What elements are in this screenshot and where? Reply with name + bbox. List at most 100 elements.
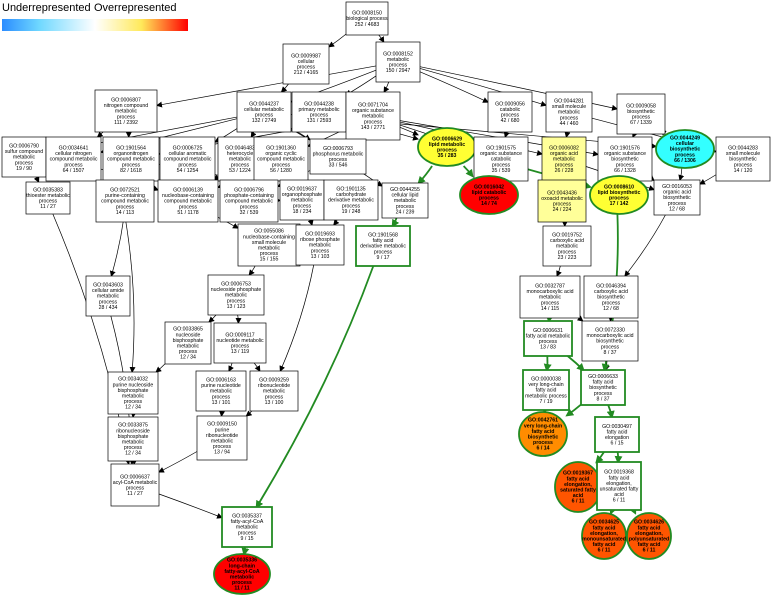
node-label-line: 82 / 1618 [120, 168, 142, 174]
node-label-line: lipid metabolic [429, 142, 465, 148]
node-label-line: GO:0046483 [225, 145, 255, 151]
go-node-go-0035336[interactable]: GO:0035336long-chainfatty-acyl-CoAmetabo… [213, 553, 271, 595]
node-label-line: GO:0019752 [552, 232, 582, 238]
go-node-go-0033875[interactable]: GO:0033875ribonucleosidebisphosphatemeta… [107, 416, 159, 462]
node-label-line: elongation, [590, 531, 618, 537]
node-label-line: process [179, 204, 198, 210]
node-label-line: metabolic [236, 525, 259, 531]
node-label-line: process [616, 162, 635, 168]
node-label-line: 18 / 234 [293, 209, 312, 215]
go-node-go-0033865[interactable]: GO:0033865nucleosidebisphosphatemetaboli… [164, 321, 212, 365]
node-label-line: lipid biosynthetic [598, 190, 641, 196]
go-node-go-0006139[interactable]: GO:0006139nucleobase-containingcompound … [157, 179, 219, 223]
node-label-line: process [553, 201, 572, 207]
node-label-line: sulfur compound [5, 149, 43, 155]
node-label-line: 13 / 101 [212, 400, 231, 406]
node-label-line: 15 / 155 [260, 257, 279, 263]
node-label-line: GO:0009058 [626, 103, 656, 109]
node-label-line: nucleoside [176, 332, 201, 338]
node-label-line: GO:0009117 [225, 332, 254, 338]
node-label-line: process [179, 349, 198, 355]
go-node-go-0009259[interactable]: GO:0009259ribonucleotidemetabolicprocess… [249, 370, 299, 412]
node-label-line: process [293, 203, 312, 209]
node-label-line: biological process [346, 16, 388, 22]
go-node-go-0019637[interactable]: GO:0019637organophosphatemetabolicproces… [279, 179, 325, 221]
node-label-line: 19 / 90 [16, 166, 32, 172]
node-label-line: GO:0019693 [305, 231, 335, 237]
node-label-line: process [39, 198, 58, 204]
go-node-go-0035337[interactable]: GO:0035337fatty-acyl-CoAmetabolicprocess… [221, 506, 273, 548]
node-label-line: small molecule [552, 104, 586, 110]
go-node-go-0044249[interactable]: GO:0044249cellularbiosyntheticprocess66 … [655, 129, 715, 169]
node-label-line: fatty acid [593, 380, 614, 386]
node-label-line: 28 / 434 [99, 305, 118, 311]
node-label-line: GO:0008610 [604, 184, 634, 190]
edge [235, 314, 242, 324]
go-node-go-0009150[interactable]: GO:0009150purineribonucleotidemetabolicp… [196, 415, 248, 461]
node-label-line: GO:0009259 [259, 377, 289, 383]
node-label-line: process [342, 203, 361, 209]
node-ellipse [459, 175, 519, 215]
node-label-line: metabolic [387, 57, 410, 63]
node-box [45, 136, 102, 182]
node-label-line: process [668, 201, 687, 207]
node-box [616, 93, 666, 135]
edge [564, 131, 571, 138]
node-label-line: GO:0042761 [528, 418, 558, 424]
node-label-line: 150 / 2947 [386, 68, 411, 74]
node-label-line: process [297, 64, 316, 70]
